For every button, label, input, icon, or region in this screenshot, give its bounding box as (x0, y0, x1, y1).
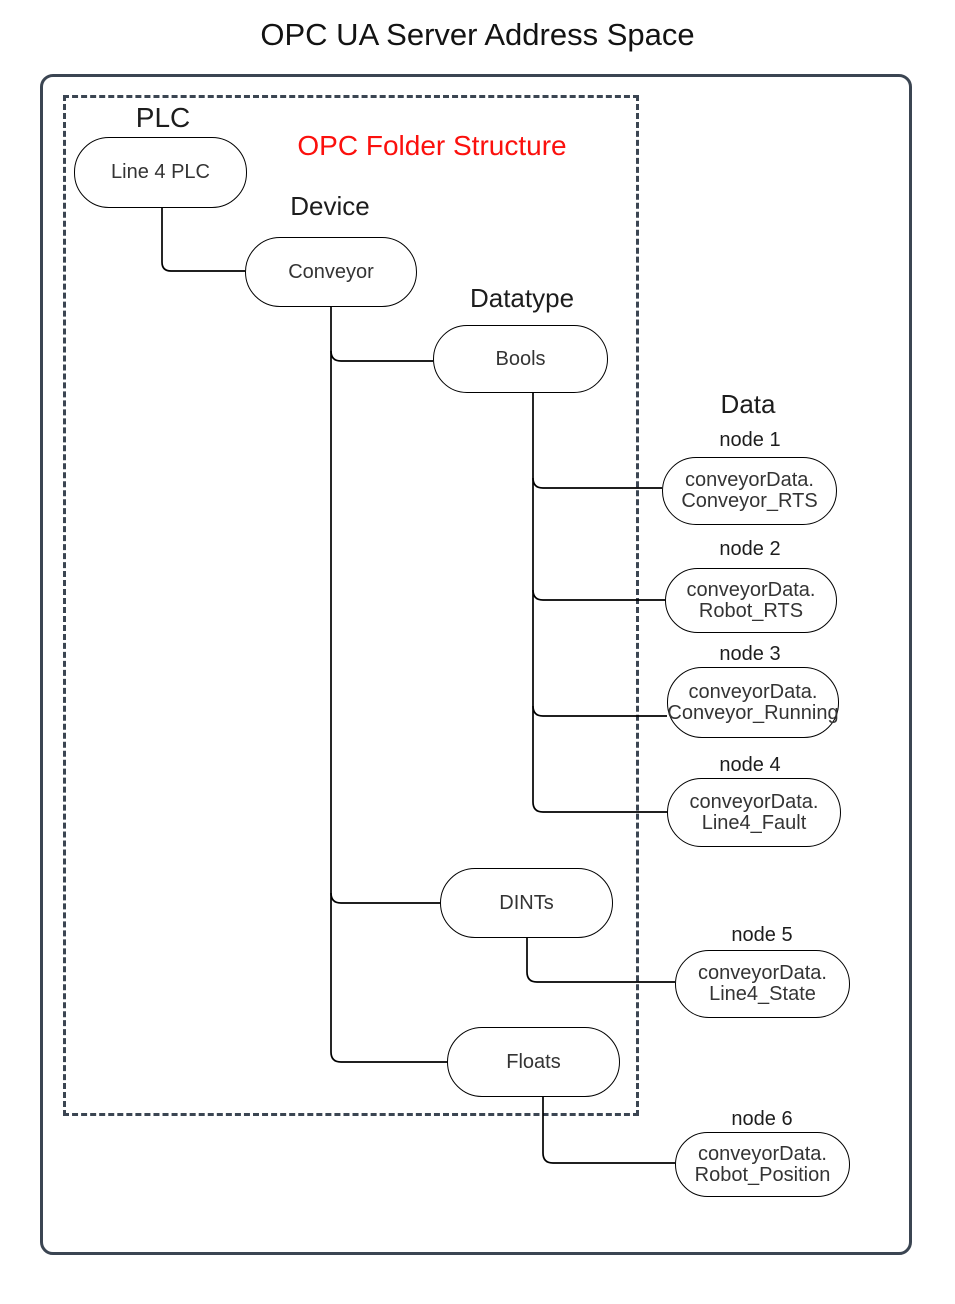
connector-branch-dints (330, 892, 440, 904)
data-node-6: conveyorData. Robot_Position (675, 1132, 850, 1197)
data-node-5-line2: Line4_State (709, 983, 816, 1005)
connector-branch-node2 (532, 589, 665, 601)
data-node-2-line2: Robot_RTS (698, 599, 804, 622)
node6-caption: node 6 (731, 1108, 793, 1130)
data-node-2-line1: conveyorData. (686, 578, 816, 601)
column-header-data: Data (720, 389, 776, 419)
plc-node-label: Line 4 PLC (111, 161, 210, 183)
plc-node: Line 4 PLC (74, 137, 247, 208)
connector-conveyor-trunk-to-floats (330, 307, 447, 1063)
floats-folder-node: Floats (447, 1027, 620, 1097)
connector-plc-to-conveyor (161, 208, 245, 272)
data-node-3-line1: conveyorData. (688, 680, 818, 703)
data-node-5: conveyorData. Line4_State (675, 950, 850, 1018)
connector-branch-node3 (532, 705, 667, 717)
data-node-4: conveyorData. Line4_Fault (667, 778, 841, 847)
node3-caption: node 3 (719, 643, 781, 665)
node5-caption: node 5 (731, 924, 793, 946)
dints-folder-label: DINTs (499, 891, 554, 914)
floats-folder-label: Floats (506, 1050, 561, 1073)
page-title: OPC UA Server Address Space (260, 17, 695, 52)
node4-caption: node 4 (719, 754, 781, 776)
data-node-1-line1: conveyorData. (685, 469, 814, 491)
data-node-6-line1: conveyorData. (698, 1142, 827, 1165)
node1-caption: node 1 (719, 429, 781, 451)
bools-folder-label: Bools (495, 347, 546, 370)
data-node-4-line1: conveyorData. (689, 790, 819, 813)
column-header-plc: PLC (135, 102, 191, 133)
node2-caption: node 2 (719, 538, 781, 560)
data-node-3: conveyorData. Conveyor_Running (667, 667, 839, 738)
dints-folder-node: DINTs (440, 868, 613, 938)
data-node-1-line2: Conveyor_RTS (681, 490, 818, 512)
data-node-3-line2: Conveyor_Running (667, 701, 839, 724)
column-header-datatype: Datatype (469, 283, 575, 313)
device-node: Conveyor (245, 237, 417, 307)
connector-dints-to-node5 (526, 938, 675, 983)
data-node-1: conveyorData. Conveyor_RTS (662, 457, 837, 525)
data-node-5-line1: conveyorData. (698, 962, 827, 984)
data-node-2: conveyorData. Robot_RTS (665, 568, 837, 633)
connector-bools-trunk-to-node4 (532, 393, 667, 813)
folder-structure-label: OPC Folder Structure (297, 130, 567, 161)
connector-floats-to-node6 (542, 1097, 675, 1164)
column-header-device: Device (290, 191, 370, 221)
opc-folder-structure-box (63, 95, 639, 1116)
data-node-6-line2: Robot_Position (694, 1163, 831, 1186)
address-space-box (40, 74, 912, 1255)
bools-folder-node: Bools (433, 325, 608, 393)
connector-branch-node1 (532, 477, 662, 489)
connector-branch-bools (330, 350, 433, 362)
data-node-4-line2: Line4_Fault (701, 811, 807, 834)
device-node-label: Conveyor (288, 260, 374, 283)
